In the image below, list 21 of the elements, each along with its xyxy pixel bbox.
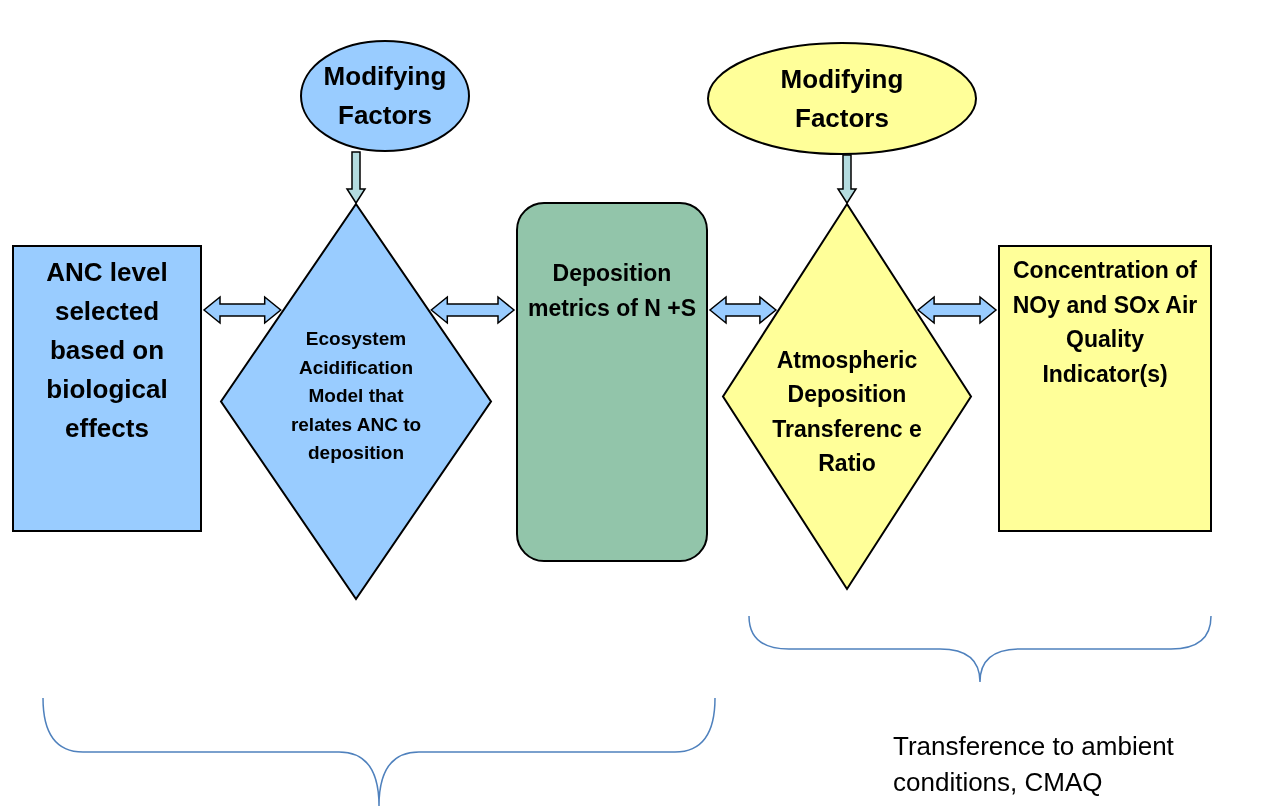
ellipse-node [707,42,977,155]
block-arrow [836,154,858,205]
node-label: Ecosystem Acidification Model that relates ANC to deposition [289,327,423,466]
block-arrow [916,295,998,325]
decision-diamond [722,203,972,590]
process-box [998,245,1212,532]
node-label: Modifying Factors [322,60,448,132]
node-label: Concentration of NOy and SOx Air Quality Indicator(s) [1011,256,1199,389]
rounded-box [516,202,708,562]
block-arrow [202,295,282,325]
node-label: Atmospheric Deposition Transferenc e Ratio [772,345,922,478]
note-text: Transference to ambient conditions, CMAQ [893,730,1175,800]
ellipse-node [300,40,470,152]
decision-diamond [220,203,492,600]
block-arrow [430,295,516,325]
node-label: Modifying Factors [779,62,905,135]
process-box [12,245,202,532]
node-label: Deposition metrics of N +S [527,259,697,323]
block-arrow [345,151,367,205]
node-label: ANC level selected based on biological effects [45,256,169,445]
block-arrow [708,295,778,325]
